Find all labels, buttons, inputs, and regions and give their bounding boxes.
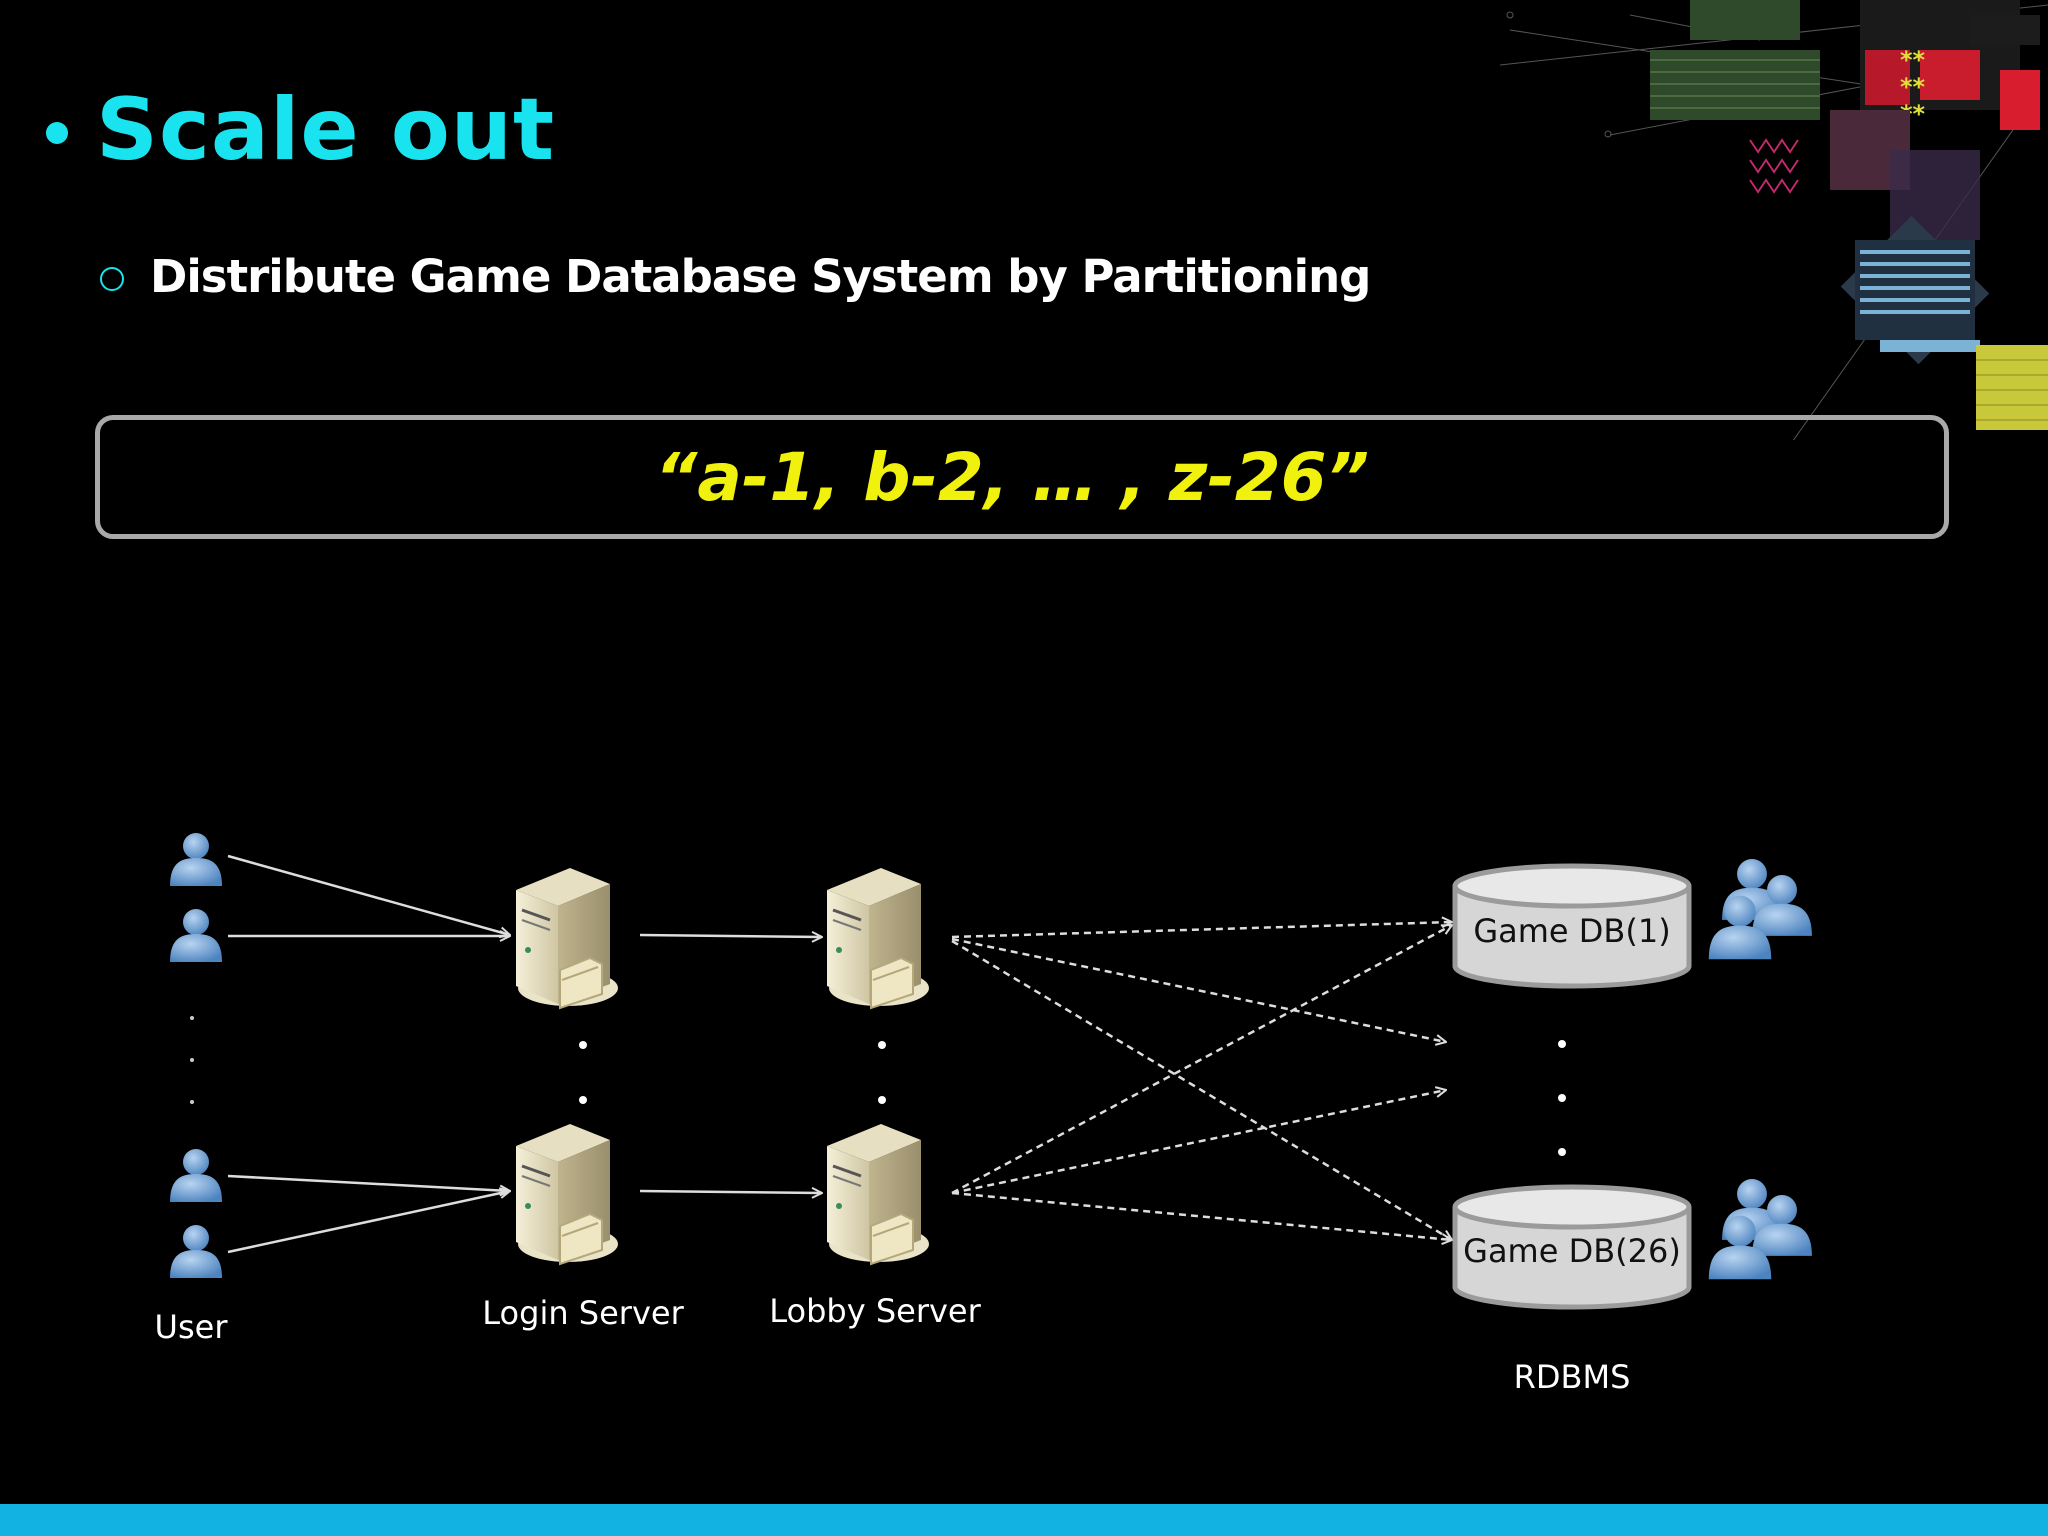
edge-user1-login1 xyxy=(227,854,510,935)
login-server-icon xyxy=(514,1122,620,1266)
edge-lobby2-dbmid-b xyxy=(951,1090,1446,1195)
title-row: Scale out xyxy=(46,80,555,180)
edge-lobby2-db1 xyxy=(951,923,1452,1195)
partition-quote: “a-1, b-2, … , z-26” xyxy=(654,438,1370,516)
db-ellipsis xyxy=(1558,1040,1566,1156)
title-bullet xyxy=(46,122,68,144)
architecture-diagram: Game DB(1) Game DB(26) User Login Server… xyxy=(0,780,2048,1420)
subtitle-bullet xyxy=(100,266,124,291)
user-label: User xyxy=(154,1308,228,1346)
edge-login2-lobby2 xyxy=(639,1191,822,1193)
lobby-server-icon xyxy=(825,866,931,1010)
slide-subtitle: Distribute Game Database System by Parti… xyxy=(150,250,1371,303)
edge-lobby1-dbmid-a xyxy=(951,937,1446,1042)
game-db-26-cylinder xyxy=(1452,1184,1692,1310)
bottom-accent-bar xyxy=(0,1504,2048,1536)
edge-lobby1-db26 xyxy=(951,939,1452,1240)
svg-text:**: ** xyxy=(1900,73,1926,101)
user-icon xyxy=(170,1225,222,1278)
game-db-1-cylinder xyxy=(1452,863,1692,989)
user-ellipsis xyxy=(190,1016,194,1104)
lobby-server-icon xyxy=(825,1122,931,1266)
subtitle-row: Distribute Game Database System by Parti… xyxy=(100,250,1371,303)
game-db-26-label: Game DB(26) xyxy=(1463,1232,1681,1270)
lobby-server-ellipsis xyxy=(878,1041,886,1104)
svg-text:**: ** xyxy=(1900,46,1926,74)
login-server-ellipsis xyxy=(579,1041,587,1104)
user-icon xyxy=(170,1149,222,1202)
quote-box: “a-1, b-2, … , z-26” xyxy=(95,415,1949,539)
edge-lobby2-db26 xyxy=(951,1191,1452,1240)
slide-title: Scale out xyxy=(96,80,556,180)
edge-lobby1-db1 xyxy=(951,922,1452,939)
login-server-icon xyxy=(514,866,620,1010)
edge-login1-lobby1 xyxy=(639,935,822,937)
login-server-label: Login Server xyxy=(482,1294,684,1332)
decorative-corner-art: ****** xyxy=(1500,0,2048,440)
user-icon xyxy=(170,833,222,886)
game-db-1-label: Game DB(1) xyxy=(1473,912,1671,950)
rdbms-label: RDBMS xyxy=(1513,1358,1631,1396)
edge-user4-login2 xyxy=(227,1191,510,1254)
edge-user3-login2 xyxy=(227,1174,510,1191)
user-group-icon xyxy=(1709,859,1812,959)
lobby-server-label: Lobby Server xyxy=(769,1292,981,1330)
user-icon xyxy=(170,909,222,962)
user-group-icon xyxy=(1709,1179,1812,1279)
